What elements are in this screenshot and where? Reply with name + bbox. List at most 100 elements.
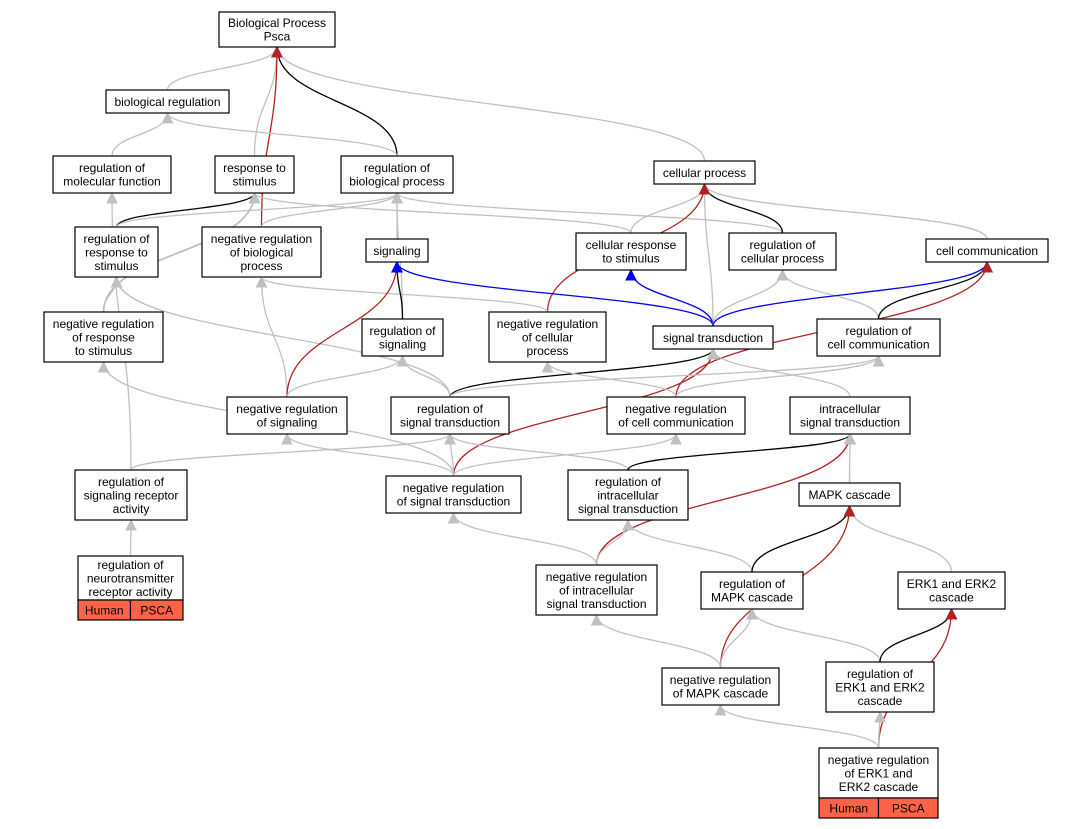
edge-negatively-regulates	[452, 347, 719, 477]
node-box	[340, 155, 454, 194]
node-box	[218, 11, 336, 48]
node-label-line: of signal transduction	[397, 495, 510, 509]
node-label-line: of ERK1 and	[844, 766, 912, 780]
node-box	[201, 226, 322, 278]
node-label-line: cell communication	[827, 338, 929, 352]
node-signaling[interactable]: signaling	[365, 238, 429, 263]
node-label-line: cellular process	[741, 252, 824, 266]
node-label-line: to stimulus	[75, 344, 132, 358]
node-label-line: regulation of	[595, 475, 662, 489]
node-label-line: cellular process	[663, 166, 746, 180]
node-label-line: process	[240, 259, 282, 273]
node-box	[789, 396, 911, 435]
edge-is-a	[844, 432, 856, 484]
edge-part-of	[115, 191, 261, 228]
edge-is-a	[281, 432, 455, 477]
edge-is-a	[698, 182, 714, 327]
node-cell-communication[interactable]: cell communication	[925, 238, 1049, 263]
node-box	[652, 325, 774, 350]
node-label-line: cell communication	[936, 244, 1038, 258]
node-label-line: regulation of	[417, 402, 484, 416]
node-signal-transduction[interactable]: signal transduction	[652, 325, 774, 350]
node-label-line: signaling receptor	[84, 488, 179, 502]
node-box	[606, 396, 746, 435]
node-mapk-cascade[interactable]: MAPK cascade	[798, 482, 901, 507]
node-label-line: receptor activity	[88, 585, 172, 599]
node-label-line: of response	[72, 330, 135, 344]
node-cellular-process[interactable]: cellular process	[653, 160, 756, 185]
edge-is-a	[590, 613, 722, 669]
node-box	[488, 311, 607, 363]
edge-is-a	[161, 111, 398, 157]
edge-is-a	[130, 432, 456, 471]
edge-is-a	[391, 191, 784, 234]
node-label-line: of signaling	[257, 416, 318, 430]
edge-negatively-regulates	[286, 260, 403, 398]
edge-part-of	[271, 45, 398, 157]
node-box	[105, 89, 230, 114]
node-label-line: ERK1 and ERK2	[907, 577, 997, 591]
edge-is-a	[125, 518, 137, 557]
node-box	[74, 469, 188, 521]
node-box	[74, 226, 159, 278]
node-label-line: molecular function	[63, 175, 160, 189]
node-label-line: MAPK cascade	[808, 488, 890, 502]
edge-is-a	[874, 710, 886, 749]
node-biological-regulation[interactable]: biological regulation	[105, 89, 230, 114]
node-label-line: response to	[223, 161, 286, 175]
node-label-line: cellular response	[586, 238, 677, 252]
node-label-line: regulation of	[845, 324, 912, 338]
edge-is-a	[255, 275, 549, 313]
node-label-line: regulation of	[369, 324, 436, 338]
edge-positively-regulates	[625, 268, 714, 327]
edge-part-of	[449, 347, 719, 398]
node-label-line: to stimulus	[602, 252, 659, 266]
node-box	[897, 571, 1006, 610]
node-box	[661, 667, 780, 706]
node-label-line: regulation of	[364, 161, 431, 175]
node-label-line: negative regulation	[670, 673, 771, 687]
edge-part-of	[877, 260, 993, 320]
annotation-tag-label: Human	[829, 801, 868, 815]
node-label-line: of biological	[230, 245, 293, 259]
edge-part-of	[879, 607, 958, 663]
node-label-line: negative regulation	[403, 481, 504, 495]
edge-is-a	[286, 354, 409, 398]
annotation-tag-label: PSCA	[892, 801, 925, 815]
edge-is-a	[843, 504, 953, 573]
node-label-line: regulation of	[83, 232, 150, 246]
node-label-line: process	[526, 344, 568, 358]
node-box	[535, 564, 658, 616]
node-label-line: regulation of	[719, 577, 786, 591]
edge-is-a	[255, 275, 288, 398]
edge-is-a	[253, 45, 283, 157]
